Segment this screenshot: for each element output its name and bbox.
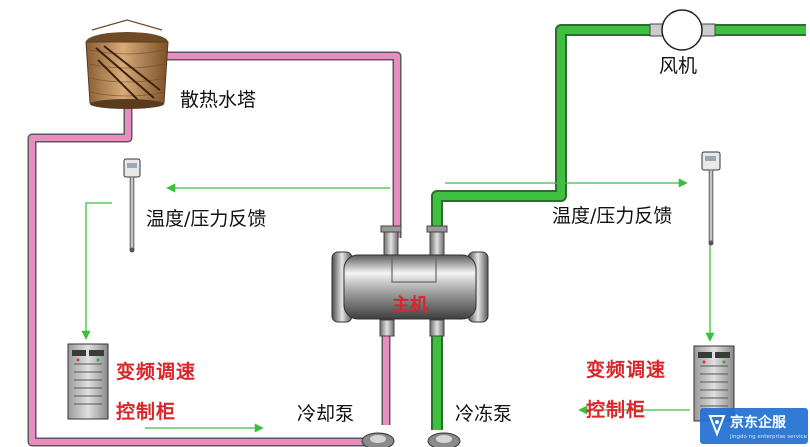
main-unit: [331, 225, 489, 337]
right-vfd-label-line2: 控制柜: [586, 398, 646, 421]
watermark-badge: 京东企服 jingdo ng enterprise service: [700, 408, 808, 444]
left-vfd-label-line1: 变频调速: [116, 360, 196, 383]
left-temperature-pressure-sensor: [123, 158, 141, 253]
chilled-pump: [427, 432, 461, 447]
cooling-tower-label: 散热水塔: [180, 89, 256, 111]
left-vfd-label-line2: 控制柜: [116, 400, 176, 423]
cooling-tower: [85, 19, 169, 109]
chilled-pump-label: 冷冻泵: [455, 403, 512, 425]
left-vfd-cabinet: [67, 343, 109, 420]
signal-lines: [81, 178, 715, 433]
chilled-water-loop: [431, 24, 806, 430]
left-feedback-label: 温度/压力反馈: [146, 208, 266, 230]
fan-label: 风机: [659, 55, 697, 77]
watermark-sub: jingdo ng enterprise service: [729, 434, 808, 440]
fan: [649, 9, 716, 51]
main-unit-label: 主机: [392, 294, 428, 316]
cooling-pump-label: 冷却泵: [297, 403, 354, 425]
cooling-water-loop: [27, 51, 402, 447]
cooling-pump: [361, 432, 395, 447]
watermark-brand: 京东企服: [730, 414, 787, 431]
signal-left-feedback-to-vfd: [81, 202, 112, 340]
right-feedback-label: 温度/压力反馈: [552, 205, 672, 227]
right-vfd-label-line1: 变频调速: [586, 358, 666, 381]
right-temperature-pressure-sensor: [701, 151, 721, 246]
watermark-logo-icon: [708, 415, 726, 437]
